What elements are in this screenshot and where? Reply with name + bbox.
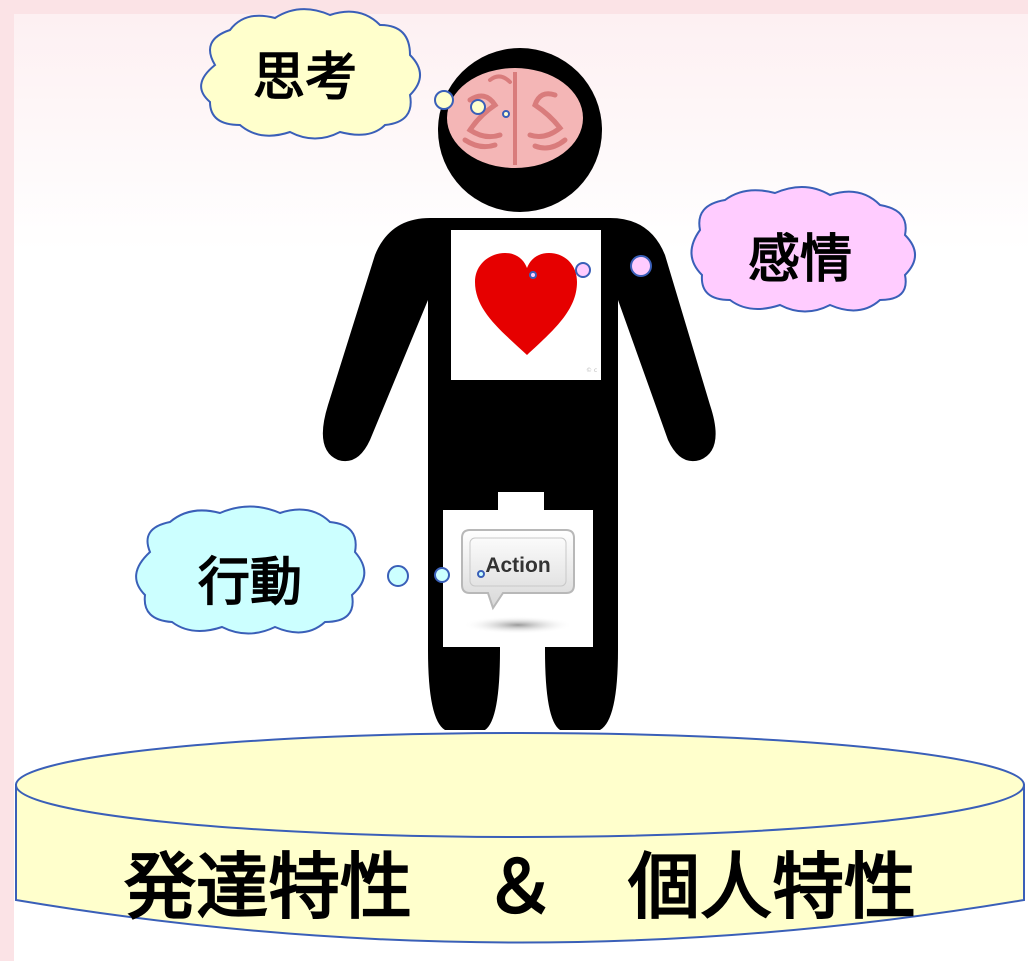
emotion-connector-dot-small <box>529 271 537 279</box>
emotion-connector-dot-large <box>630 255 652 277</box>
behavior-bubble: 行動 <box>135 505 485 635</box>
emotion-label: 感情 <box>748 230 852 290</box>
heart-icon <box>475 253 577 355</box>
figure-torso <box>322 218 716 730</box>
emotion-connector-dot-medium <box>575 262 591 278</box>
thought-connector-dot-medium <box>470 99 486 115</box>
base-cylinder: 発達特性 ＆ 個人特性 <box>15 732 1025 944</box>
svg-text:© c: © c <box>586 367 597 374</box>
behavior-label: 行動 <box>198 553 302 613</box>
behavior-connector-dot-small <box>477 570 485 578</box>
behavior-connector-dot-medium <box>434 567 450 583</box>
thought-connector-dot-large <box>434 90 454 110</box>
action-label: Action <box>485 554 550 577</box>
emotion-bubble: 感情 <box>529 186 916 313</box>
heart-panel: © c <box>451 230 601 380</box>
brain-icon <box>447 68 583 168</box>
thought-label: 思考 <box>253 48 357 108</box>
thought-bubble: 思考 <box>200 8 510 140</box>
base-label: 発達特性 ＆ 個人特性 <box>124 845 916 929</box>
thought-connector-dot-small <box>502 110 510 118</box>
behavior-connector-dot-large <box>387 565 409 587</box>
action-panel: Action <box>443 510 593 647</box>
